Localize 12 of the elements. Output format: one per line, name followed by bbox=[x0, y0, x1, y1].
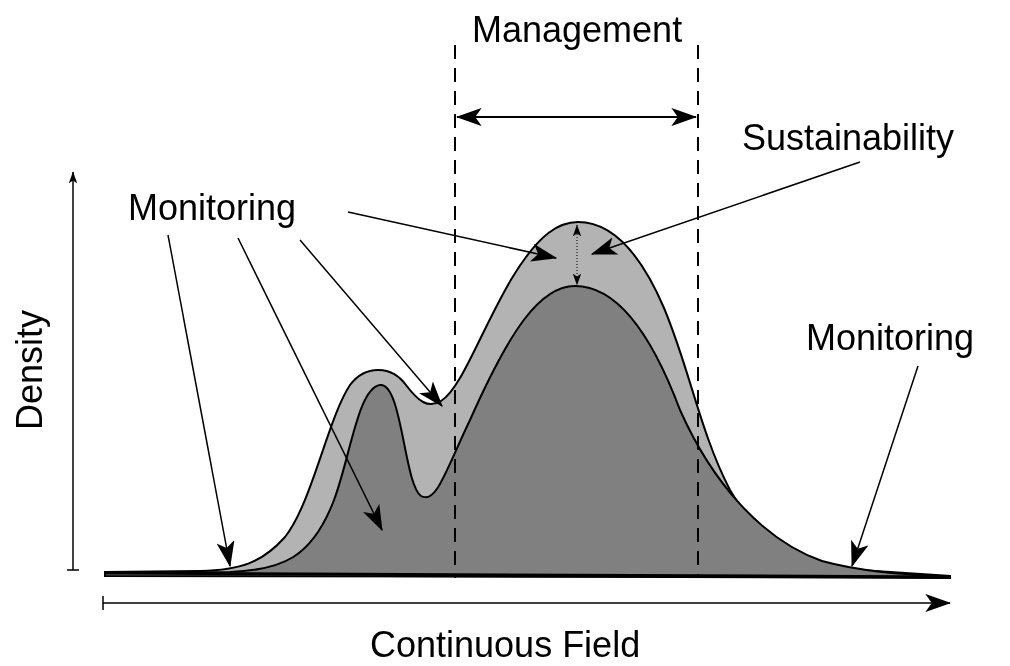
leader-arrow bbox=[237, 237, 383, 532]
leader-arrow bbox=[590, 161, 861, 255]
axis-title: Density bbox=[10, 310, 50, 430]
callout-label: Monitoring bbox=[128, 188, 297, 228]
callout-label: Sustainability bbox=[742, 118, 955, 158]
axis-title: Continuous Field bbox=[370, 625, 641, 665]
leader-arrow bbox=[167, 234, 235, 568]
dimension-label: Management bbox=[472, 10, 683, 50]
leader-arrow bbox=[851, 365, 919, 568]
callout-label: Monitoring bbox=[806, 318, 975, 358]
leader-arrow bbox=[299, 239, 443, 407]
leader-arrow bbox=[347, 211, 558, 262]
